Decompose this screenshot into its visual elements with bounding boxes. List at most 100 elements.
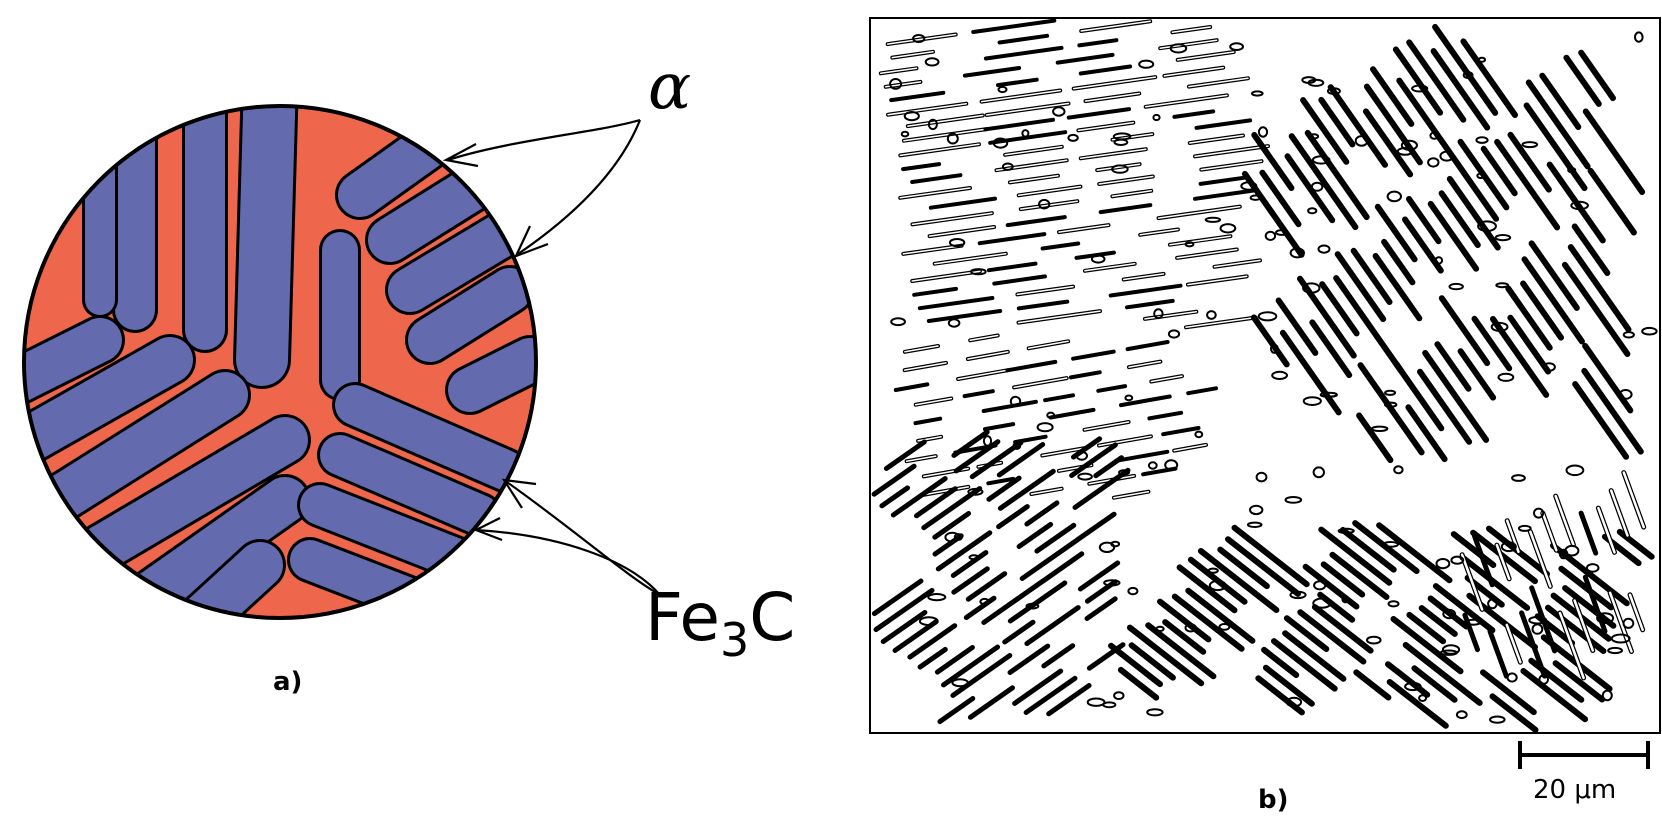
- micrograph-lamella-core: [1194, 145, 1269, 158]
- micrograph-lamella: [1578, 49, 1616, 102]
- micrograph-nodule: [1567, 167, 1577, 174]
- micrograph-lamella: [883, 439, 927, 471]
- micrograph-lamella-core: [1150, 375, 1183, 383]
- micrograph-lamella: [981, 399, 1038, 413]
- micrograph-nodule: [982, 435, 993, 447]
- alpha-label: α: [648, 50, 691, 124]
- micrograph-nodule: [1124, 394, 1134, 402]
- micrograph-nodule: [1601, 689, 1613, 702]
- micrograph-lamella: [1034, 522, 1077, 554]
- micrograph-lamella-core: [1541, 511, 1558, 552]
- micrograph-lamella: [1016, 299, 1070, 311]
- micrograph-lamella-core: [1597, 506, 1616, 554]
- micrograph-lamella: [986, 261, 1038, 273]
- micrograph-lamella-core: [1185, 316, 1257, 329]
- micrograph-lamella: [1279, 329, 1342, 416]
- micrograph-nodule: [1312, 597, 1332, 609]
- micrograph-lamella: [1550, 542, 1630, 607]
- micrograph-lamella-core: [1084, 92, 1140, 102]
- micrograph-lamella: [1582, 108, 1646, 195]
- micrograph-nodule: [1270, 343, 1279, 354]
- micrograph-lamella: [986, 476, 1016, 486]
- alpha-leader-lines: [447, 118, 642, 255]
- micrograph-lamella: [914, 486, 958, 519]
- micrograph-lamella: [1353, 669, 1392, 701]
- micrograph-nodule: [1169, 43, 1188, 54]
- micrograph-lamella: [1024, 605, 1081, 647]
- micrograph-nodule: [1521, 141, 1539, 149]
- micrograph-nodule: [1634, 31, 1644, 43]
- micrograph-lamella-core: [1009, 174, 1059, 184]
- micrograph-lamella: [1162, 619, 1207, 655]
- micrograph-nodule: [1249, 504, 1264, 516]
- micrograph-lamella-core: [903, 128, 988, 142]
- micrograph-nodule: [1494, 234, 1512, 242]
- micrograph-lamella: [1418, 605, 1458, 637]
- micrograph-nodule: [1218, 623, 1231, 631]
- micrograph-nodule: [1434, 256, 1444, 265]
- micrograph-lamella: [1393, 361, 1445, 432]
- micrograph-nodule: [944, 531, 961, 543]
- micrograph-lamella-core: [995, 159, 1068, 171]
- scale-bar-label: 20 μm: [1533, 775, 1616, 805]
- micrograph-lamella: [1024, 500, 1060, 527]
- micrograph-nodule: [1146, 708, 1164, 717]
- micrograph-lamella: [1372, 253, 1423, 322]
- micrograph-lamella: [1329, 551, 1390, 600]
- micrograph-lamella: [928, 196, 997, 210]
- micrograph-lamella: [917, 296, 995, 311]
- micrograph-nodule: [1366, 635, 1382, 645]
- micrograph-lamella: [997, 33, 1050, 45]
- micrograph-lamella-core: [1058, 224, 1110, 233]
- micrograph-lamella-core: [1554, 494, 1575, 546]
- micrograph-nodule: [1442, 608, 1457, 620]
- micrograph-nodule: [889, 78, 903, 90]
- micrograph-nodule: [967, 487, 984, 496]
- micrograph-nodule: [1311, 155, 1331, 165]
- micrograph-lamella: [1108, 283, 1183, 298]
- panel-a-label: a): [273, 667, 302, 697]
- micrograph-lamella: [1587, 167, 1637, 236]
- micrograph-lamella: [1304, 129, 1370, 221]
- micrograph-nodule: [1251, 90, 1264, 97]
- micrograph-nodule: [1025, 602, 1040, 610]
- micrograph-lamella: [1186, 386, 1218, 396]
- micrograph-lamella: [967, 685, 1015, 720]
- micrograph-lamella: [1519, 610, 1548, 679]
- micrograph-lamella: [1472, 533, 1495, 588]
- micrograph-lamella: [1157, 598, 1212, 643]
- ferrite-lamella: [368, 168, 492, 262]
- micrograph-lamella: [1250, 314, 1290, 368]
- micrograph-nodule: [1204, 216, 1222, 223]
- micrograph-lamella: [1093, 455, 1124, 479]
- micrograph-lamella-core: [985, 102, 1070, 116]
- micrograph-nodule: [1285, 696, 1303, 708]
- micrograph-lamella: [1392, 46, 1444, 116]
- micrograph-lamella: [1117, 666, 1160, 701]
- micrograph-lamella: [1071, 349, 1116, 361]
- micrograph-lamella: [1422, 350, 1490, 443]
- micrograph-nodule: [912, 34, 926, 43]
- micrograph-lamella: [1563, 54, 1602, 107]
- micrograph-lamella: [1438, 295, 1491, 367]
- micrograph-lamella: [983, 45, 1064, 61]
- micrograph-lamella: [1125, 298, 1175, 310]
- micrograph-lamella-core: [1188, 77, 1249, 88]
- micrograph-lamella: [1390, 616, 1464, 675]
- micrograph-lamella: [1126, 624, 1205, 687]
- micrograph-nodule: [1167, 329, 1181, 339]
- micrograph-lamella: [1520, 280, 1564, 341]
- micrograph-lamella: [926, 309, 1003, 323]
- micrograph-nodule: [1118, 469, 1130, 476]
- micrograph-lamella-core: [1139, 228, 1179, 236]
- micrograph-nodule: [1489, 715, 1506, 724]
- micrograph-lamella: [892, 619, 939, 653]
- micrograph-lamella-core: [899, 143, 980, 157]
- micrograph-nodule: [1607, 646, 1623, 655]
- ferrite-lamella: [388, 208, 532, 312]
- ferrite-lamella: [320, 435, 500, 535]
- micrograph-lamella-core: [880, 67, 918, 75]
- micrograph-nodule: [1208, 579, 1227, 592]
- micrograph-lamella: [1539, 72, 1582, 130]
- micrograph-nodule: [1487, 598, 1498, 610]
